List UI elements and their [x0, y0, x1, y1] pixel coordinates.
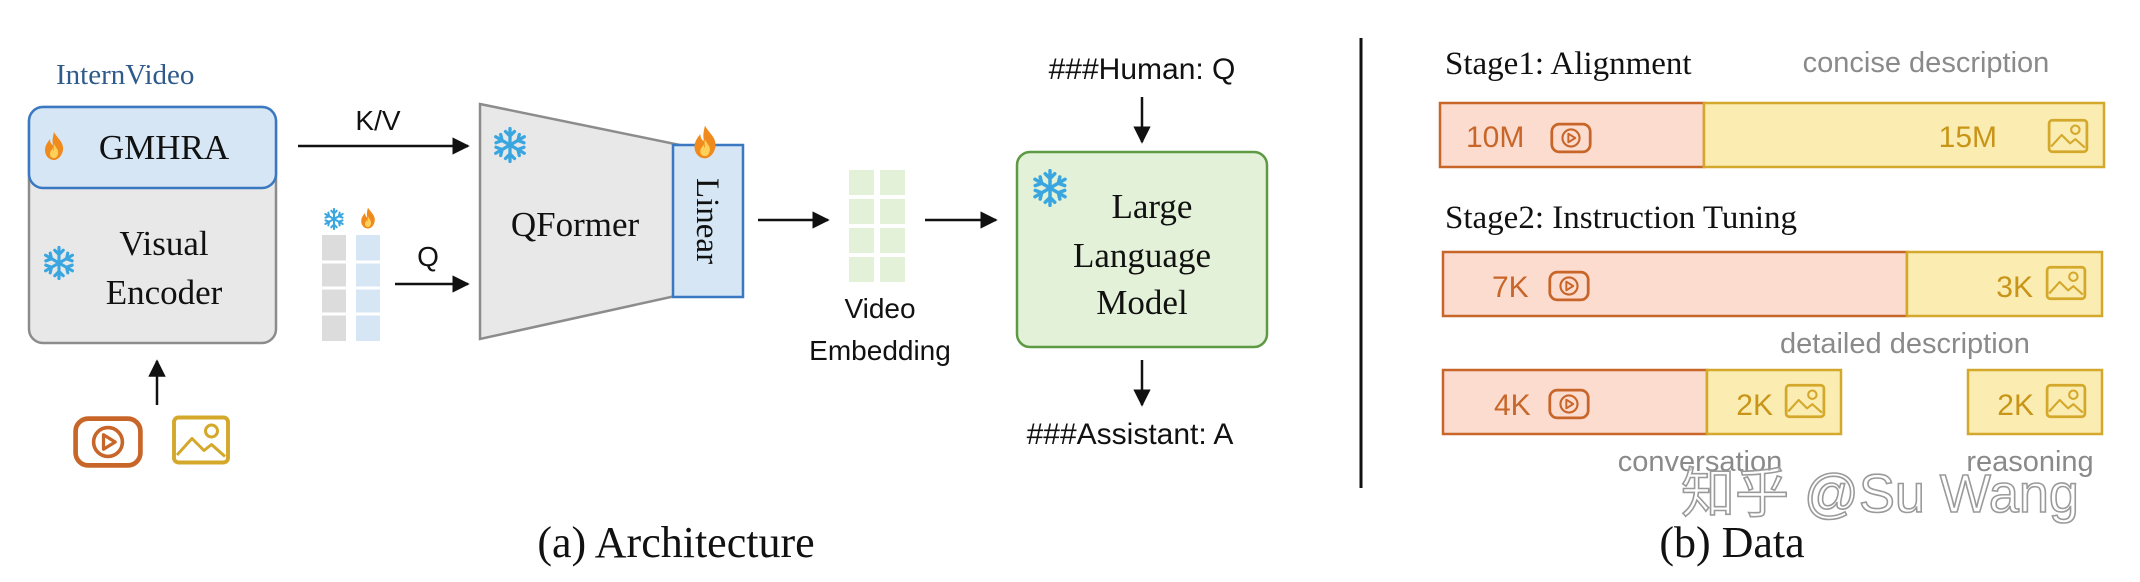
video-embedding-label-line1: Video: [844, 293, 915, 324]
query-tokens: [318, 207, 384, 341]
llm-block: Large Language Model: [1015, 150, 1269, 349]
video-embedding-label-line2: Embedding: [809, 335, 951, 366]
visual-encoder-label-line1: Visual: [119, 224, 209, 263]
q-label: Q: [417, 241, 439, 272]
fire-icon: [694, 125, 716, 159]
stage2-detailed-bar: 7K 3K: [1441, 250, 2104, 318]
llm-label-line3: Model: [1096, 283, 1188, 322]
data-caption: (b) Data: [1659, 518, 1804, 567]
detailed-video-count: 7K: [1492, 271, 1529, 304]
linear-label: Linear: [689, 178, 725, 264]
reasoning-image-segment: [1966, 368, 2104, 436]
stage1-image-count: 15M: [1939, 121, 1997, 154]
stage1-subtitle: concise description: [1803, 47, 2050, 79]
image-input-icon: [172, 415, 230, 465]
stage2-reasoning-bar: 2K: [1966, 368, 2104, 436]
llm-label-line2: Language: [1073, 236, 1211, 275]
stage1-title: Stage1: Alignment: [1445, 46, 1692, 82]
snowflake-icon: [324, 208, 344, 230]
detailed-image-segment: [1905, 250, 2104, 318]
data-panel: Stage1: Alignment concise description 10…: [1438, 46, 2106, 567]
llm-label-line1: Large: [1112, 187, 1193, 226]
conversation-image-count: 2K: [1736, 389, 1773, 422]
visual-encoder-label-line2: Encoder: [106, 273, 223, 312]
human-prompt: ###Human: Q: [1049, 53, 1236, 86]
internvideo-block: GMHRA Visual Encoder: [27, 105, 278, 345]
llm-box: [1015, 150, 1269, 349]
conversation-label: conversation: [1618, 446, 1782, 478]
conversation-image-segment: [1705, 368, 1843, 436]
watermark: 知乎 @Su Wang: [1681, 464, 2079, 524]
qformer-block: QFormer Linear: [478, 102, 745, 341]
stage2-conversation-bar: 4K 2K: [1441, 368, 1843, 436]
fire-icon: [361, 207, 375, 229]
assistant-output: ###Assistant: A: [1027, 418, 1234, 451]
architecture-panel: InternVideo GMHRA Visual Encoder K/V: [27, 53, 1269, 567]
kv-label: K/V: [355, 105, 400, 136]
reasoning-label: reasoning: [1966, 446, 2093, 478]
video-input-icon: [76, 419, 141, 466]
detailed-image-count: 3K: [1996, 271, 2033, 304]
internvideo-label: InternVideo: [56, 59, 194, 91]
video-embedding-grid: [849, 170, 905, 282]
reasoning-image-count: 2K: [1997, 389, 2034, 422]
gmhra-box: [27, 105, 278, 190]
conversation-video-count: 4K: [1494, 389, 1531, 422]
detailed-description-label: detailed description: [1780, 328, 2030, 360]
qformer-label: QFormer: [511, 205, 640, 244]
conversation-video-segment: [1441, 368, 1709, 436]
stage1-bar: 10M 15M: [1438, 101, 2106, 169]
stage1-image-segment: [1702, 101, 2106, 169]
stage2-title: Stage2: Instruction Tuning: [1445, 200, 1797, 236]
gmhra-label: GMHRA: [99, 128, 230, 167]
stage1-video-count: 10M: [1466, 121, 1524, 154]
architecture-caption: (a) Architecture: [537, 518, 814, 567]
